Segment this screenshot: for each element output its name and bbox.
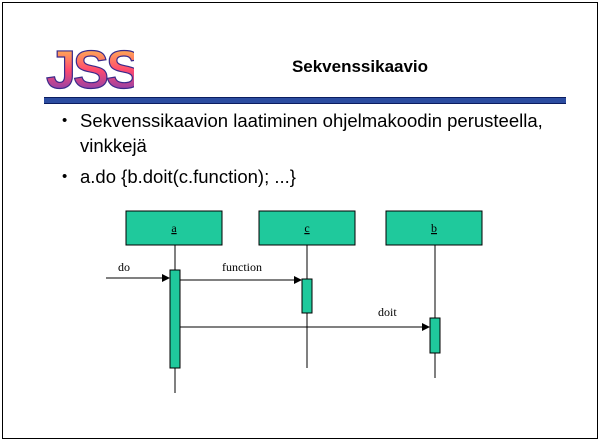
bullet-icon: • bbox=[62, 168, 68, 185]
bullet-list: • Sekvenssikaavion laatiminen ohjelmakoo… bbox=[62, 108, 582, 195]
bullet-text: Sekvenssikaavion laatiminen ohjelmakoodi… bbox=[80, 110, 543, 156]
object-a-label: a bbox=[171, 221, 177, 235]
jss-logo: JSS bbox=[45, 39, 134, 98]
message-do: do bbox=[106, 260, 170, 282]
slide-frame bbox=[2, 2, 598, 439]
message-function: function bbox=[180, 260, 302, 284]
logo-text: JSS bbox=[46, 40, 134, 98]
object-c-label: c bbox=[304, 221, 309, 235]
bullet-text: a.do {b.doit(c.function); ...} bbox=[80, 166, 296, 187]
activation-c bbox=[301, 278, 313, 314]
activation-b bbox=[429, 317, 441, 354]
message-do-label: do bbox=[118, 260, 130, 274]
bullet-item: • a.do {b.doit(c.function); ...} bbox=[62, 164, 582, 189]
object-b-label: b bbox=[431, 221, 437, 235]
bullet-item: • Sekvenssikaavion laatiminen ohjelmakoo… bbox=[62, 108, 582, 158]
bullet-icon: • bbox=[62, 112, 68, 129]
message-doit: doit bbox=[180, 305, 430, 331]
message-function-label: function bbox=[222, 260, 262, 274]
object-c: c bbox=[258, 210, 356, 246]
title-divider bbox=[44, 97, 566, 104]
object-b: b bbox=[385, 210, 483, 246]
page-title: Sekvenssikaavio bbox=[291, 57, 429, 76]
object-a: a bbox=[125, 210, 223, 246]
message-doit-label: doit bbox=[378, 305, 397, 319]
activation-a bbox=[169, 269, 181, 369]
